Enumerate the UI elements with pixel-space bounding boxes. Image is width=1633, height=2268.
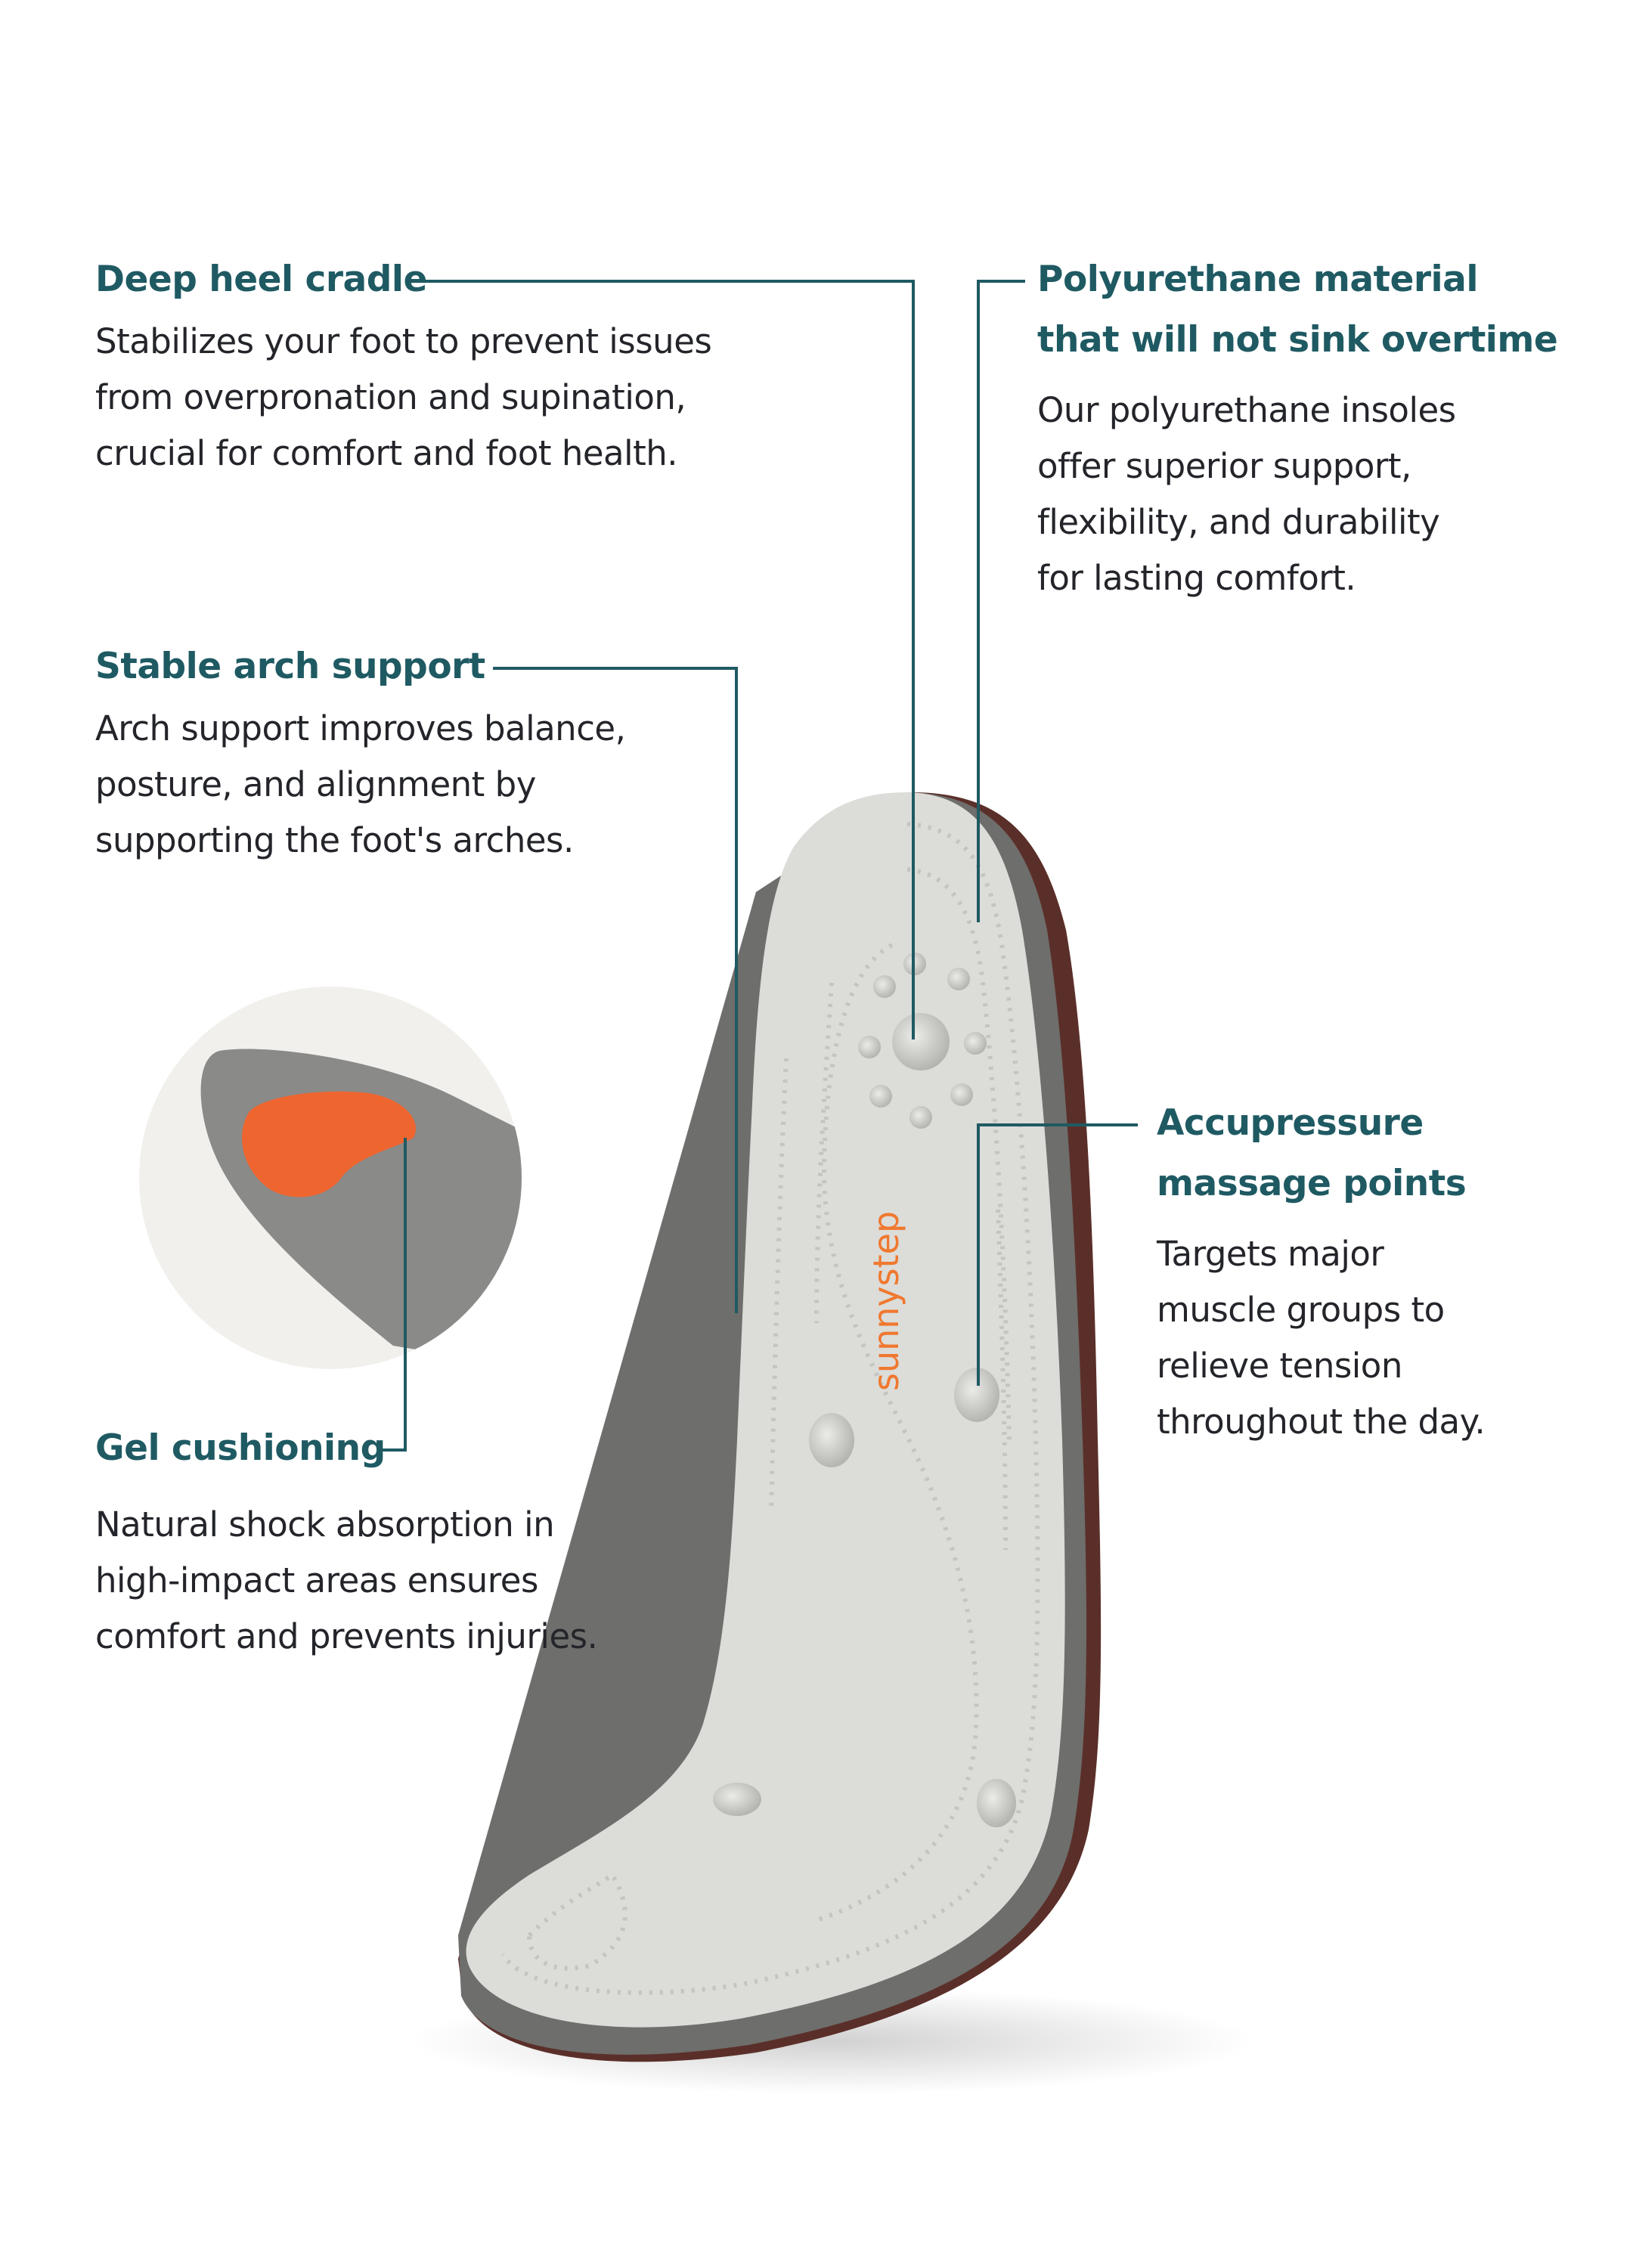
text-line: posture, and alignment by: [95, 764, 536, 804]
gel-pad: [242, 1091, 417, 1198]
title-line: that will not sink overtime: [1037, 319, 1558, 361]
text-line: Natural shock absorption in: [95, 1504, 555, 1545]
heel-title: Deep heel cradle: [95, 259, 427, 300]
text-line: crucial for comfort and foot health.: [95, 433, 678, 473]
gel-title: Gel cushioning: [95, 1427, 386, 1469]
text-line: from overpronation and supination,: [95, 377, 686, 417]
text-line: Our polyurethane insoles: [1037, 390, 1456, 430]
arch-leader-line: [493, 667, 738, 1313]
text-line: high-impact areas ensures: [95, 1560, 538, 1600]
accu-leader-line: [977, 1123, 1138, 1386]
text-line: Arch support improves balance,: [95, 708, 626, 748]
title-line: Polyurethane material: [1037, 259, 1479, 300]
heel-description: Stabilizes your foot to prevent issues f…: [95, 314, 712, 482]
text-line: for lasting comfort.: [1037, 558, 1356, 598]
gel-leader-line: [382, 1138, 407, 1452]
text-line: throughout the day.: [1157, 1402, 1486, 1442]
text-line: Targets major: [1157, 1234, 1384, 1274]
text-line: offer superior support,: [1037, 446, 1411, 486]
brand-logo: sunnystep: [866, 1211, 906, 1391]
text-line: Stabilizes your foot to prevent issues: [95, 321, 712, 361]
heel-leader-line: [425, 280, 915, 1040]
insole-stitching: [500, 822, 1040, 1995]
arch-title: Stable arch support: [95, 646, 485, 687]
title-line: Accupressure: [1157, 1102, 1424, 1144]
accu-title: Accupressure massage points: [1157, 1093, 1467, 1214]
gel-description: Natural shock absorption in high-impact …: [95, 1497, 598, 1665]
insole-top-surface: [466, 792, 1065, 2028]
poly-description: Our polyurethane insoles offer superior …: [1037, 383, 1456, 606]
text-line: supporting the foot's arches.: [95, 820, 574, 860]
accu-description: Targets major muscle groups to relieve t…: [1157, 1226, 1486, 1450]
title-line: massage points: [1157, 1163, 1467, 1204]
text-line: muscle groups to: [1157, 1290, 1445, 1330]
massage-points: [713, 953, 1016, 1827]
text-line: flexibility, and durability: [1037, 502, 1440, 542]
poly-leader-line: [977, 280, 1025, 922]
arch-description: Arch support improves balance, posture, …: [95, 701, 626, 869]
poly-title: Polyurethane material that will not sink…: [1037, 249, 1558, 370]
text-line: comfort and prevents injuries.: [95, 1616, 598, 1656]
text-line: relieve tension: [1157, 1346, 1402, 1386]
